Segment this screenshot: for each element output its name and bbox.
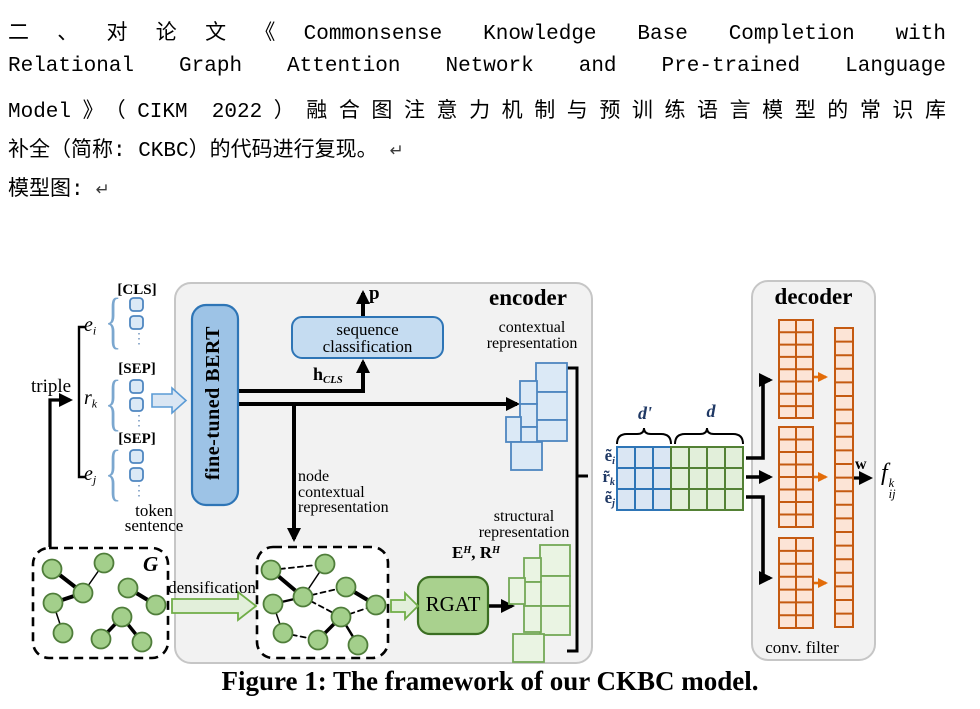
densification-label: densification [168,578,256,597]
triple-label: triple [31,376,72,397]
token-brace: { [105,287,122,355]
score-sup: k [888,476,895,490]
graph-g-label: G [143,552,159,576]
paragraph-line-1: 二、对论文《Commonsense Knowledge Base Complet… [8,23,946,46]
r-k-sub: k [91,396,98,411]
structural-representation-stack [508,544,571,663]
w-weight-label: w [855,456,867,473]
head-entity-label: ei [84,315,96,337]
bert-label: fine-tuned BERT [202,325,224,481]
ctx-line2: representation [486,335,578,352]
cls-tag: [CLS] [117,282,157,298]
sep-tag: [SEP] [118,431,156,447]
conv-output-column [834,327,854,628]
token-brace: { [105,369,122,437]
token-sentence-line1: token [135,501,173,520]
row-e-j-base: ẽ [604,488,613,507]
paragraph-line-3: Model》（CIKM 2022）融合图注意力机制与预训练语言模型的常识库 [8,101,946,124]
r-matrix: R [479,543,493,562]
p-output-label: p [369,283,380,304]
rgat-label: RGAT [425,592,481,616]
fused-embedding-matrix [616,446,744,511]
d-prime-label: d' [637,403,652,423]
e-matrix: E [452,543,464,562]
sep-tag: [SEP] [118,361,156,377]
e-sup: H [463,544,472,556]
comma: , [471,543,480,562]
encoder-title: encoder [489,285,567,310]
to-rgat-arrow [390,590,420,622]
e-i-base: e [84,314,93,336]
sequence-classification-label: sequence classification [292,321,443,355]
structural-representation-label: structural representation [460,509,588,541]
r-k-base: r [84,387,92,409]
h-cls-label: hCLS [313,365,343,386]
score-base: f [881,460,888,486]
input-arrow [151,386,188,415]
tail-entity-label: ej [84,464,96,486]
struct-line1: structural [493,508,555,525]
r-sup: H [492,544,500,556]
token-brace: { [105,439,122,507]
row-e-j-sub: j [612,497,615,509]
row-r-k-base: r̃ [602,467,610,486]
relation-label: rk [84,388,97,410]
paragraph-line-2: Relational Graph Attention Network and P… [8,55,946,78]
graph-nodes [41,552,167,653]
e-i-sub: i [92,323,97,338]
seq-cls-line2: classification [322,337,413,356]
row-e-i-sub: i [612,455,615,467]
densification-arrow [171,590,258,622]
decoder-title: decoder [774,284,853,309]
model-figure-label-line: 模型图: ↵ [8,172,946,202]
conv-feature-grids [778,319,814,629]
token-sentence-line2: sentence [124,516,184,535]
row-r-k-sub: k [609,476,615,488]
d-brace [674,427,744,445]
h-cls-sub: CLS [323,374,343,387]
node-ctx-line2: contextual [298,483,365,501]
return-mark-icon: ↵ [95,180,110,200]
e-j-sub: j [92,472,97,487]
return-mark-icon: ↵ [389,141,404,161]
node-ctx-line1: node [298,468,330,485]
ctx-line1: contextual [498,319,566,336]
struct-line2: representation [478,524,570,541]
token-squares [129,297,144,482]
row-label-e-i: ẽi [560,447,615,468]
e-j-base: e [84,463,93,485]
contextual-representation-stack [505,362,568,471]
ellipsis-icon: ⋮ [132,414,146,429]
row-label-e-j: ẽj [560,489,615,510]
paragraph-line-4-text: 补全（简称: CKBC）的代码进行复现。 [8,140,378,163]
ellipsis-icon: ⋮ [132,332,146,347]
d-label: d [706,401,716,421]
sequence-classification-box [291,316,444,359]
ellipsis-icon: ⋮ [132,484,146,499]
eh-rh-label: EH, RH [452,544,500,562]
d-prime-brace [616,427,672,445]
score-sub: ij [888,487,896,501]
node-contextual-representation-label: node contextual representation [298,469,389,516]
node-ctx-line3: representation [298,499,389,516]
triple-bracket [77,325,86,479]
conv-filter-label: conv. filter [765,638,839,657]
h-cls-base: h [313,364,324,384]
token-sentence-label: token sentence [108,501,200,535]
row-e-i-base: ẽ [604,446,613,465]
densified-graph-nodes [260,553,387,656]
row-label-r-k: r̃k [560,468,615,489]
conv-arrows [814,372,828,588]
seq-cls-line1: sequence [336,320,399,339]
figure-caption: Figure 1: The framework of our CKBC mode… [221,666,759,696]
contextual-representation-label: contextual representation [468,320,596,352]
model-figure-label: 模型图: [8,179,84,202]
flow-arrows [48,290,873,653]
paragraph-line-4: 补全（简称: CKBC）的代码进行复现。 ↵ [8,133,946,163]
fine-tuned-bert-box [190,303,240,507]
